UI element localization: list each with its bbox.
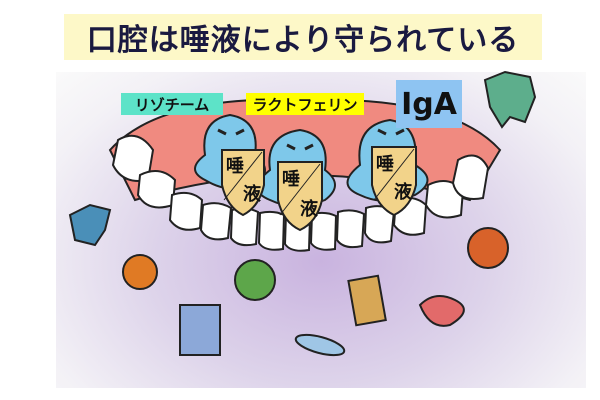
label-lysozyme: リゾチーム — [121, 93, 223, 115]
germ-green-center — [234, 259, 276, 301]
germ-box-tan — [347, 274, 387, 327]
shield-1: 唾 液 — [221, 149, 265, 217]
germ-orange-left — [122, 254, 158, 290]
page-title: 口腔は唾液により守られている — [64, 14, 542, 60]
shield-text-bottom: 液 — [300, 198, 319, 220]
shield-text-bottom: 液 — [243, 183, 262, 205]
germ-blue-left — [68, 203, 112, 247]
label-iga: IgA — [396, 80, 462, 128]
germ-red-amoeba — [418, 295, 465, 327]
label-lactoferrin: ラクトフェリン — [246, 93, 364, 115]
shield-3: 唾 液 — [371, 146, 417, 217]
shield-text-top: 唾 — [226, 156, 244, 177]
shield-text-top: 唾 — [376, 154, 394, 175]
guard-faces — [217, 128, 405, 151]
germ-green-top-right — [483, 70, 537, 129]
germ-orange-right — [467, 227, 509, 269]
shield-text-top: 唾 — [282, 169, 300, 190]
germ-box-blue — [179, 304, 221, 356]
germs — [68, 70, 537, 357]
germ-rod — [294, 333, 346, 357]
shield-text-bottom: 液 — [394, 181, 413, 203]
shield-2: 唾 液 — [277, 161, 323, 232]
